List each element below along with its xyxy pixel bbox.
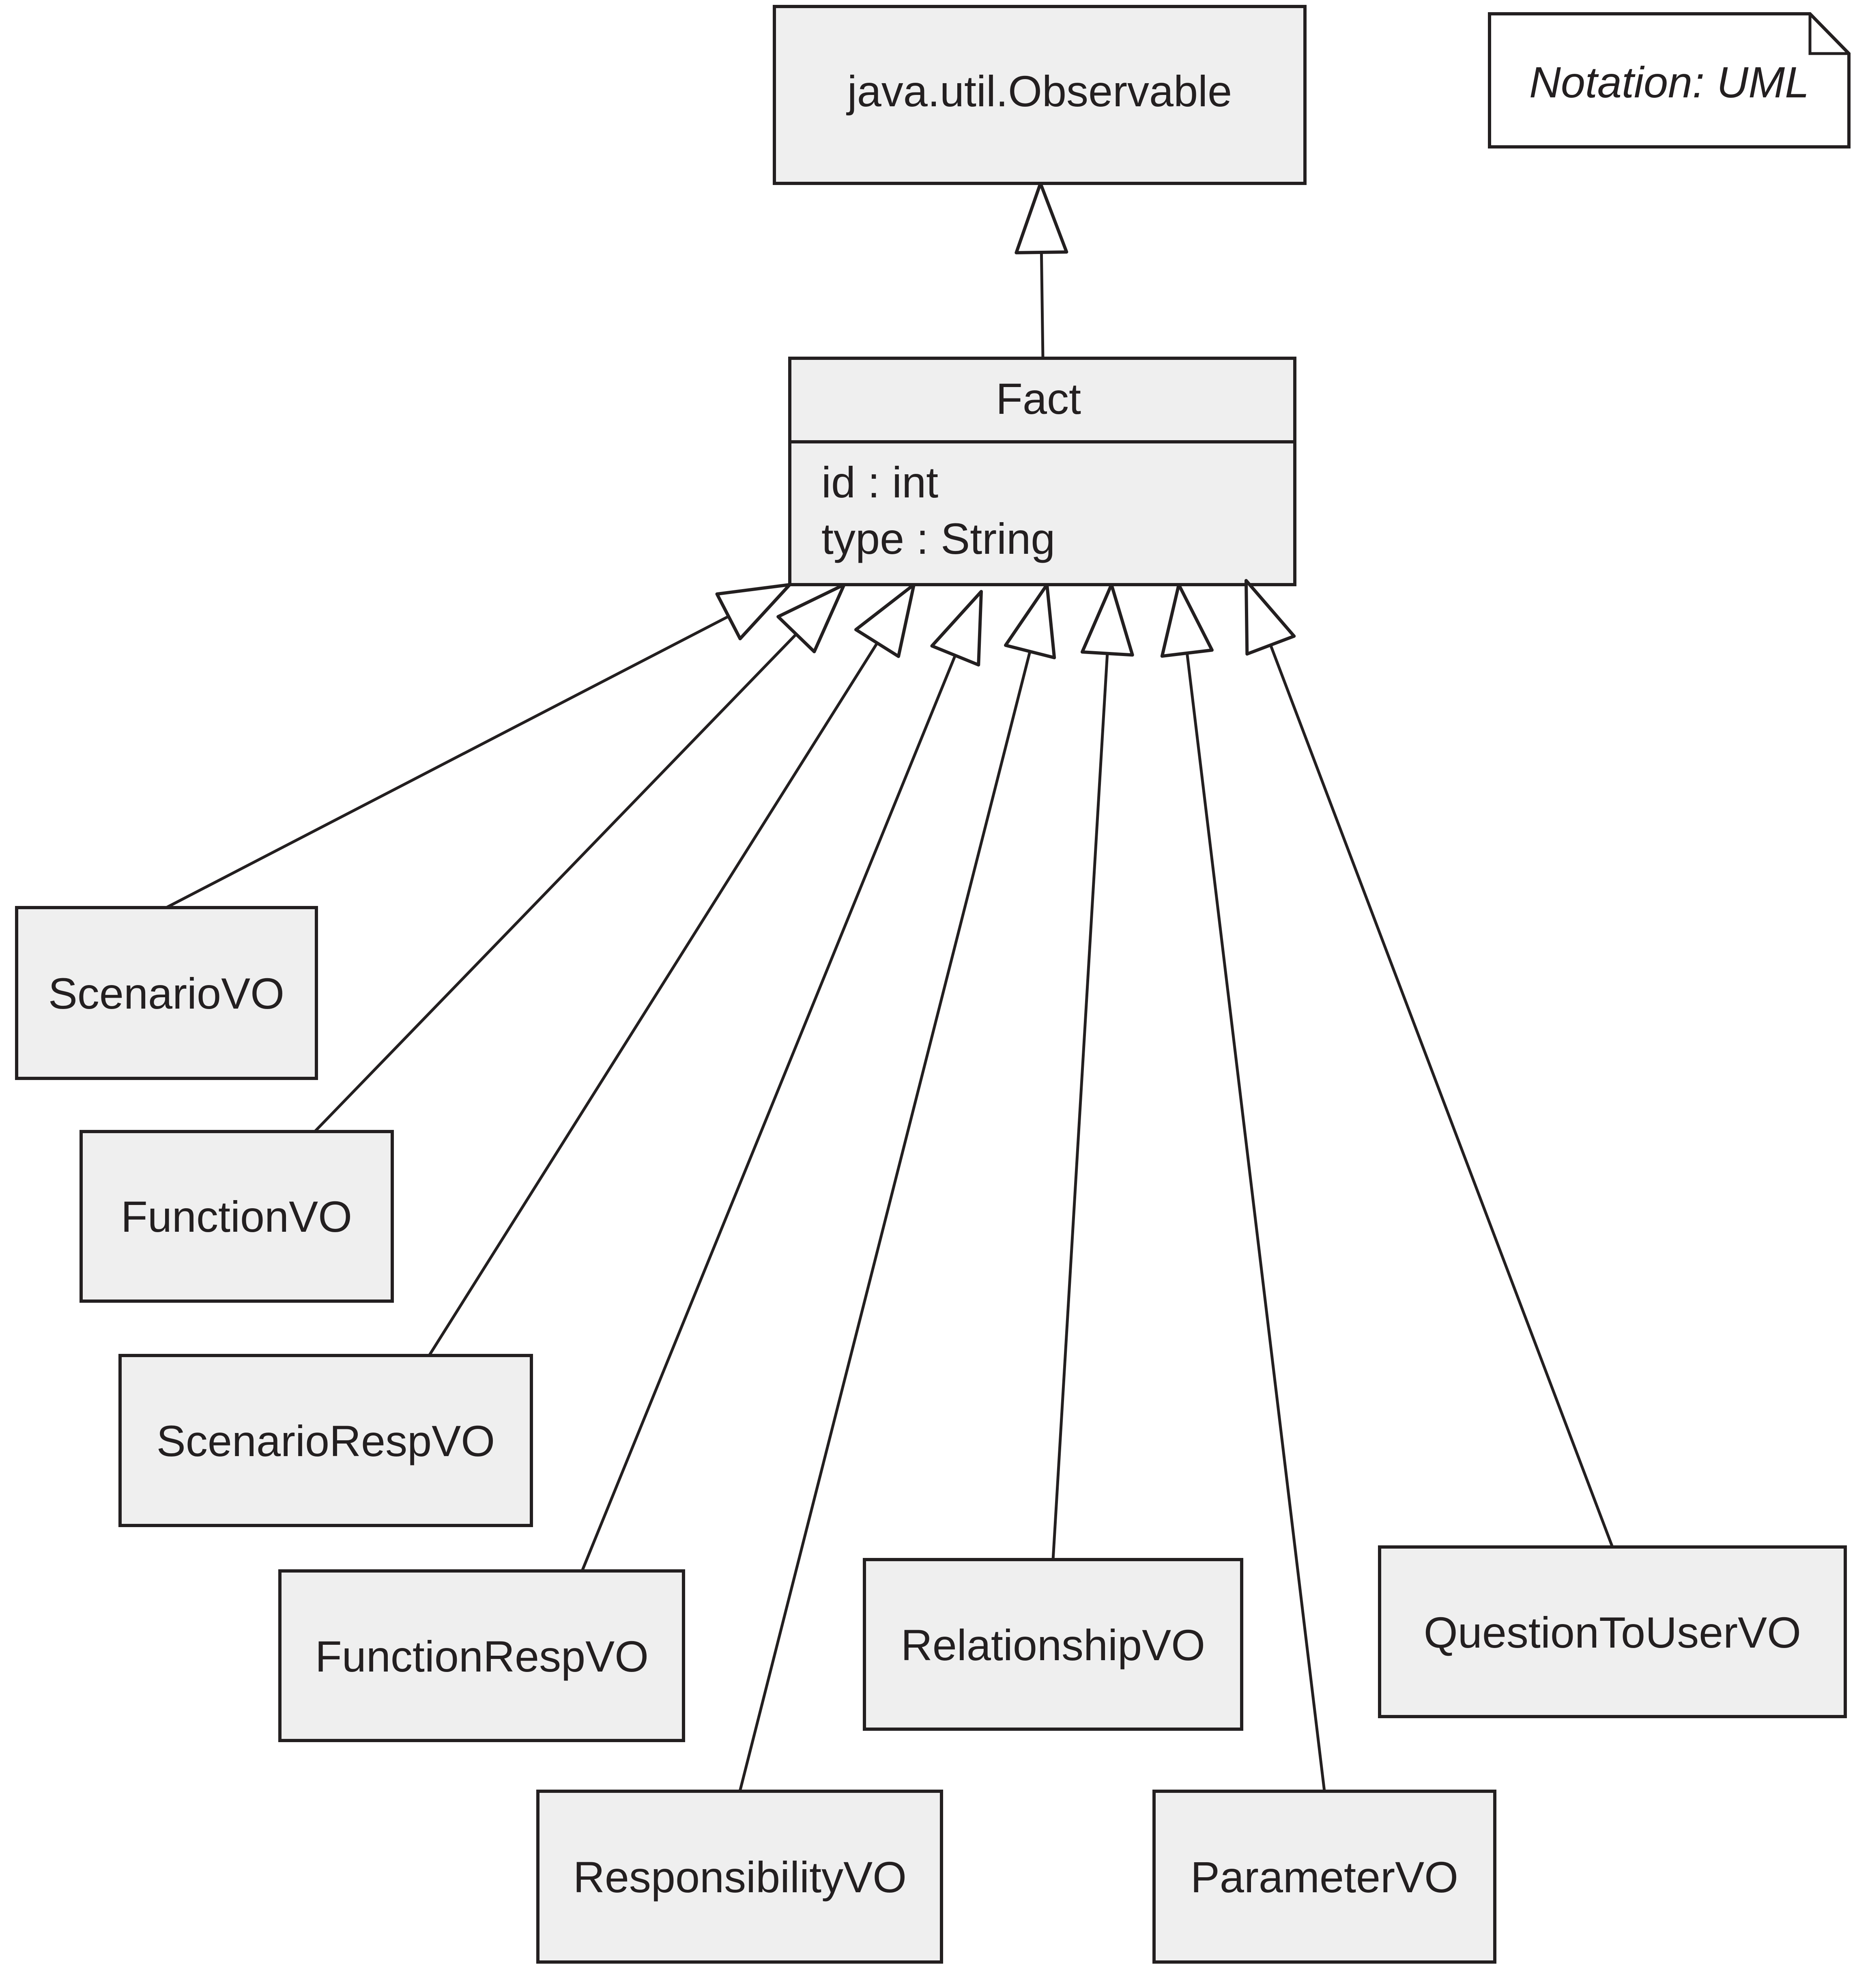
generalization-line xyxy=(1051,653,1109,1560)
generalization-line xyxy=(428,642,879,1356)
generalization-line xyxy=(1185,653,1326,1792)
class-scenario-resp-vo[interactable]: ScenarioRespVO xyxy=(118,1354,533,1527)
generalization-line xyxy=(738,651,1032,1792)
generalization-edges xyxy=(166,182,1614,1792)
class-name: Fact xyxy=(996,374,1081,423)
generalization-line xyxy=(1040,252,1045,359)
class-name: FunctionRespVO xyxy=(315,1632,649,1681)
attribute-id: id : int xyxy=(821,458,938,507)
generalization-arrowhead-icon xyxy=(1160,583,1214,658)
class-name: ScenarioVO xyxy=(48,969,284,1018)
generalization-arrowhead-icon xyxy=(715,583,791,641)
attribute-type: type : String xyxy=(821,514,1055,563)
class-function-vo[interactable]: FunctionVO xyxy=(80,1130,394,1303)
generalization-arrowhead-icon xyxy=(776,583,846,654)
notation-note: Notation: UML xyxy=(1488,12,1851,148)
generalization-arrowhead-icon xyxy=(1004,583,1056,660)
generalization-line xyxy=(314,633,797,1133)
generalization-arrowhead-icon xyxy=(1080,583,1134,657)
class-name: ParameterVO xyxy=(1191,1852,1458,1902)
class-function-resp-vo[interactable]: FunctionRespVO xyxy=(278,1569,685,1742)
note-text: Notation: UML xyxy=(1529,58,1809,107)
generalization-line xyxy=(580,655,957,1572)
class-question-to-user-vo[interactable]: QuestionToUserVO xyxy=(1378,1545,1847,1718)
class-name: java.util.Observable xyxy=(846,67,1232,116)
class-fact[interactable]: Fact id : int type : String xyxy=(788,357,1296,586)
class-name: QuestionToUserVO xyxy=(1424,1608,1801,1657)
class-name: ResponsibilityVO xyxy=(573,1852,907,1902)
class-parameter-vo[interactable]: ParameterVO xyxy=(1152,1790,1496,1964)
generalization-arrowhead-icon xyxy=(854,583,916,658)
class-observable[interactable]: java.util.Observable xyxy=(773,5,1307,185)
generalization-arrowhead-icon xyxy=(930,590,983,667)
generalization-line xyxy=(1269,644,1614,1548)
generalization-line xyxy=(166,615,729,909)
class-name: ScenarioRespVO xyxy=(157,1416,495,1465)
class-scenario-vo[interactable]: ScenarioVO xyxy=(15,906,318,1080)
class-responsibility-vo[interactable]: ResponsibilityVO xyxy=(536,1790,943,1964)
generalization-arrowhead-icon xyxy=(1245,579,1296,656)
class-name: RelationshipVO xyxy=(901,1620,1205,1670)
class-name: FunctionVO xyxy=(121,1192,352,1241)
generalization-arrowhead-icon xyxy=(1015,182,1068,254)
class-relationship-vo[interactable]: RelationshipVO xyxy=(863,1558,1243,1731)
